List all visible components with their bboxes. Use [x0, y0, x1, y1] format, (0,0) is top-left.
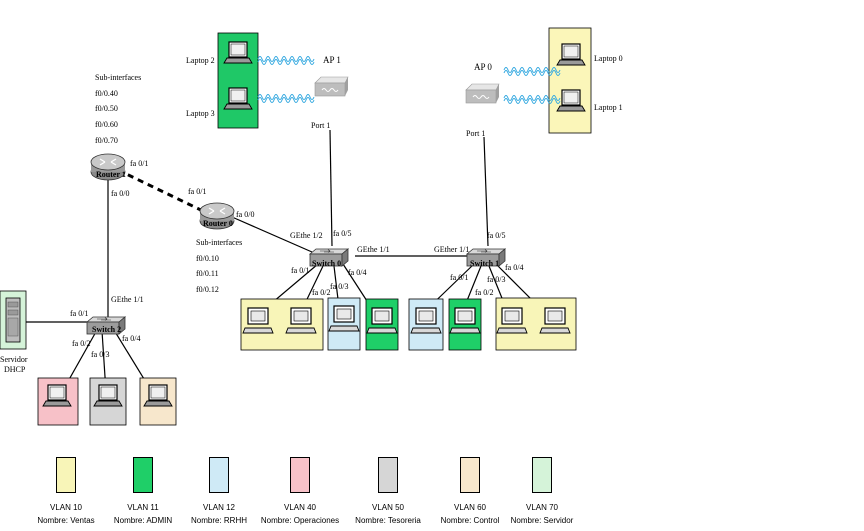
port-label: fa 0/3: [330, 282, 348, 291]
laptop2-label: Laptop 2: [186, 56, 215, 65]
subinterfaces-router1: Sub-interfaces f0/0.40 f0/0.50 f0/0.60 f…: [95, 73, 141, 145]
router0-label: Router 0: [203, 219, 233, 228]
server-label-line2: DHCP: [4, 365, 26, 374]
port-label: fa 0/0: [111, 189, 129, 198]
port-label: Port 1: [466, 129, 485, 138]
legend-vlan-label: VLAN 12: [202, 503, 236, 512]
port-label: fa 0/5: [333, 229, 351, 238]
port-label: fa 0/1: [70, 309, 88, 318]
subinterfaces-router0: Sub-interfaces f0/0.10 f0/0.11 f0/0.12: [196, 238, 242, 294]
legend-swatch: [133, 457, 153, 493]
switch1-label: Switch 1: [470, 259, 499, 268]
subinterface-item: f0/0.40: [95, 89, 118, 98]
legend-swatch: [460, 457, 480, 493]
port-label: fa 0/3: [487, 275, 505, 284]
port-label: fa 0/1: [450, 273, 468, 282]
legend-vlan-label: VLAN 50: [371, 503, 405, 512]
link-r0-sw0: [231, 216, 313, 253]
legend-swatch: [56, 457, 76, 493]
subinterfaces-title: Sub-interfaces: [196, 238, 242, 247]
legend-name-label: Nombre: ADMIN: [113, 516, 173, 525]
port-label: GEthe 1/1: [357, 245, 390, 254]
subinterface-item: f0/0.11: [196, 269, 219, 278]
legend-vlan-label: VLAN 11: [127, 503, 159, 512]
ap1-label: AP 1: [323, 55, 341, 65]
legend-swatch: [532, 457, 552, 493]
legend-swatch: [290, 457, 310, 493]
legend-vlan-label: VLAN 40: [283, 503, 317, 512]
legend-vlan-label: VLAN 70: [525, 503, 559, 512]
port-label: fa 0/1: [130, 159, 148, 168]
port-label: fa 0/4: [348, 268, 366, 277]
legend-name-label: Nombre: Tesoreria: [355, 516, 421, 525]
port-labels: fa 0/1 fa 0/0 fa 0/1 fa 0/0 GEthe 1/1 fa…: [70, 121, 523, 359]
port-label: fa 0/1: [291, 266, 309, 275]
port-label: GEthe 1/2: [290, 231, 323, 240]
port-label: fa 0/4: [122, 334, 140, 343]
switch2-label: Switch 2: [92, 325, 121, 334]
port-label: fa 0/2: [72, 339, 90, 348]
link-ap1-sw0: [329, 129, 333, 247]
legend-name-label: Nombre: Servidor: [510, 516, 574, 525]
legend-swatch: [209, 457, 229, 493]
subinterface-item: f0/0.50: [95, 104, 118, 113]
port-label: fa 0/0: [236, 210, 254, 219]
port-label: fa 0/5: [487, 231, 505, 240]
legend-name-label: Nombre: Operaciones: [260, 516, 340, 525]
port-label: fa 0/2: [312, 288, 330, 297]
router1-label: Router 1: [96, 170, 126, 179]
switch0-label: Switch 0: [312, 259, 341, 268]
port-label: Port 1: [311, 121, 330, 130]
legend-vlan-label: VLAN 60: [453, 503, 487, 512]
subinterface-item: f0/0.70: [95, 136, 118, 145]
port-label: fa 0/1: [188, 187, 206, 196]
port-label: fa 0/3: [91, 350, 109, 359]
legend-name-label: Nombre: Control: [440, 516, 500, 525]
server-icon[interactable]: [5, 297, 21, 343]
subinterface-item: f0/0.10: [196, 254, 219, 263]
laptop1-label: Laptop 1: [594, 103, 623, 112]
port-label: fa 0/2: [475, 288, 493, 297]
legend-vlan-label: VLAN 10: [49, 503, 83, 512]
subinterface-item: f0/0.60: [95, 120, 118, 129]
port-label: GEthe 1/1: [111, 295, 144, 304]
legend-name-label: Nombre: Ventas: [37, 516, 95, 525]
link-r1-r0: [117, 168, 206, 214]
server-label-line1: Servidor: [0, 355, 28, 364]
port-label: GEther 1/1: [434, 245, 469, 254]
laptop3-label: Laptop 3: [186, 109, 215, 118]
laptop0-label: Laptop 0: [594, 54, 623, 63]
port-label: fa 0/4: [505, 263, 523, 272]
legend-swatch: [378, 457, 398, 493]
legend-name-label: Nombre: RRHH: [190, 516, 247, 525]
link-ap0-sw1: [483, 136, 489, 247]
subinterfaces-title: Sub-interfaces: [95, 73, 141, 82]
subinterface-item: f0/0.12: [196, 285, 219, 294]
ap0-label: AP 0: [474, 62, 492, 72]
